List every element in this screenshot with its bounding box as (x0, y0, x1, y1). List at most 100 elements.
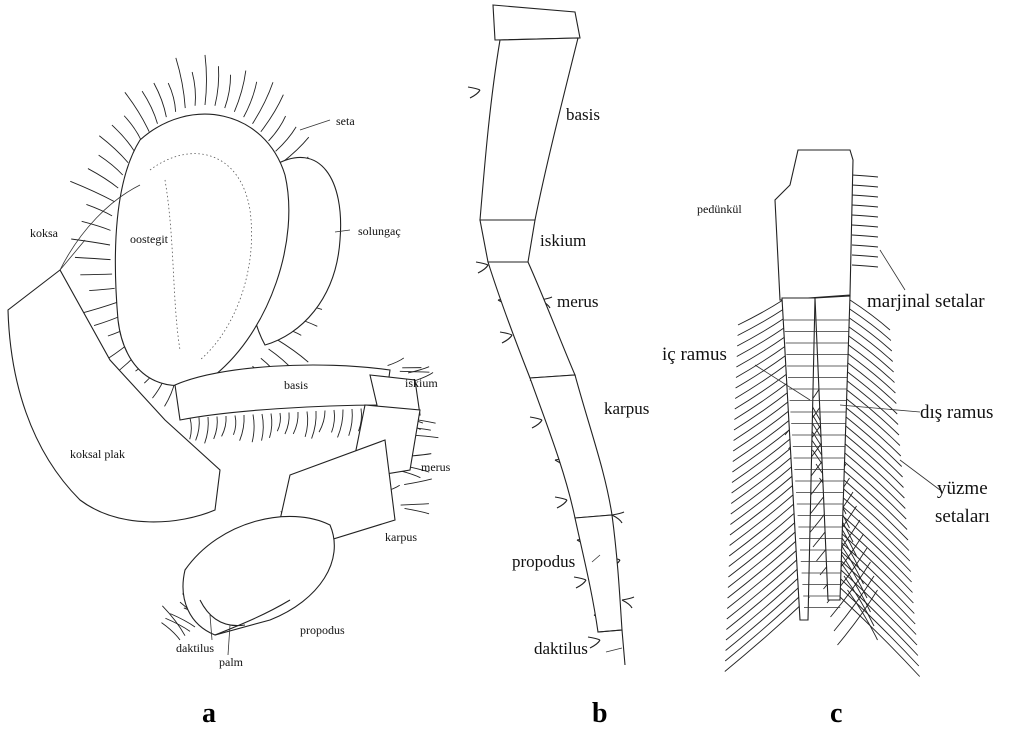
seta-bristle (142, 91, 157, 124)
seta-bristle (555, 497, 567, 500)
seta-bristle (468, 87, 480, 90)
seta-bristle (400, 371, 430, 372)
seta-bristle (168, 83, 175, 112)
label-c-pedunkul: pedünkül (697, 202, 742, 216)
leader-daktilus-b (606, 648, 622, 652)
seta-bristle (196, 418, 200, 441)
label-c-marjinal-setalar: marjinal setalar (867, 291, 985, 312)
leader-dis-ramus (840, 405, 920, 412)
label-b-daktilus: daktilus (534, 639, 588, 658)
seta-bristle (736, 354, 788, 388)
seta-bristle (269, 116, 286, 141)
label-b-karpus: karpus (604, 399, 649, 418)
label-a-merus: merus (421, 460, 451, 474)
seta-bristle (733, 417, 794, 462)
seta-bristle (154, 83, 167, 117)
seta-bristle (262, 414, 264, 441)
seta-bristle (846, 408, 900, 456)
label-a-palm: palm (219, 655, 244, 669)
seta-bristle (852, 235, 878, 237)
seta-bristle (726, 570, 807, 640)
seta-bristle (852, 215, 878, 217)
seta-bristle (732, 444, 796, 493)
propodus-segment-b (575, 515, 622, 632)
label-a-iskium: iskium (405, 376, 438, 390)
seta-bristle (82, 221, 111, 230)
seta-bristle (215, 66, 219, 106)
seta-bristle (400, 471, 420, 478)
seta-bristle (732, 435, 795, 483)
label-b-basis: basis (566, 105, 600, 124)
seta-bristle (176, 58, 185, 108)
seta-bristle (588, 637, 600, 640)
seta-bristle (852, 205, 878, 207)
seta-bristle (848, 363, 896, 404)
seta-bristle (405, 508, 430, 513)
oostegite-shape (115, 114, 288, 385)
seta-bristle (735, 363, 788, 399)
label-a-propodus: propodus (300, 623, 345, 637)
seta-bristle (470, 90, 480, 98)
seta-bristle (500, 332, 512, 335)
inner-ramus-shape (782, 298, 815, 620)
seta-bristle (532, 420, 542, 428)
seta-bristle (725, 588, 808, 661)
seta-bristle (726, 561, 806, 630)
merus-segment-b (488, 262, 575, 378)
label-b-propodus: propodus (512, 552, 575, 571)
seta-bristle (732, 426, 794, 472)
seta-bristle (734, 390, 791, 430)
label-a-karpus: karpus (385, 530, 417, 544)
seta-bristle (612, 512, 624, 515)
seta-bristle (852, 195, 878, 197)
seta-bristle (622, 597, 634, 600)
seta-bristle (312, 411, 317, 439)
seta-bristle (276, 127, 297, 151)
seta-bristle (285, 413, 289, 435)
panel-c-pleopod (725, 150, 940, 677)
seta-bristle (734, 381, 790, 420)
seta-bristle (844, 489, 909, 551)
seta-bristle (205, 55, 207, 105)
seta-bristle (80, 274, 112, 275)
seta-bristle (590, 640, 600, 648)
label-a-koksal-plak: koksal plak (70, 447, 125, 461)
seta-bristle (190, 418, 192, 439)
seta-bristle (332, 410, 335, 432)
seta-bristle (269, 414, 271, 438)
seta-bristle (240, 415, 244, 441)
seta-bristle (574, 577, 586, 580)
seta-bristle (89, 288, 114, 290)
seta-bristle (852, 225, 878, 227)
seta-bristle (843, 507, 911, 572)
seta-bristle (88, 169, 118, 188)
seta-bristle (305, 412, 308, 437)
label-a-seta: seta (336, 114, 355, 128)
seta-bristle (738, 300, 783, 325)
label-b-merus: merus (557, 292, 599, 311)
leader-seta (300, 120, 330, 130)
seta-bristle (530, 417, 542, 420)
seta-bristle (388, 358, 404, 366)
label-c-ic-ramus: iç ramus (662, 344, 727, 365)
seta-bristle (234, 71, 245, 112)
seta-bristle (727, 543, 804, 609)
seta-bristle (244, 82, 257, 117)
seta-bristle (349, 409, 353, 436)
seta-bristle (727, 552, 806, 619)
label-a-koksa: koksa (30, 226, 59, 240)
seta-bristle (214, 417, 218, 439)
label-a-oostegit: oostegit (130, 232, 169, 246)
seta-bristle (75, 257, 111, 259)
seta-bristle (476, 262, 488, 265)
seta-bristle (612, 515, 622, 523)
seta-bristle (99, 155, 123, 175)
seta-bristle (852, 265, 878, 267)
seta-bristle (293, 412, 298, 434)
seta-bristle (252, 415, 254, 443)
seta-bristle (849, 318, 891, 351)
seta-bristle (205, 417, 209, 443)
label-b-iskium: iskium (540, 231, 586, 250)
